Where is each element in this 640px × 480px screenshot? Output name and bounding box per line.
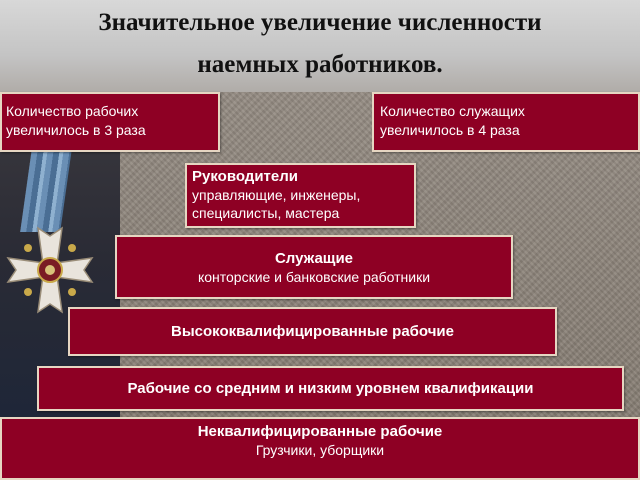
employees-growth-line-2: увеличилось в 4 раза	[380, 122, 520, 138]
employees-growth-line-1: Количество служащих	[380, 103, 525, 119]
mid-low-skilled-workers-label: Рабочие со средним и низким уровнем квал…	[127, 380, 534, 397]
workers-growth-line-2: увеличилось в 3 раза	[6, 122, 146, 138]
order-medal-icon	[6, 226, 94, 314]
employees-box: Служащие конторские и банковские работни…	[115, 235, 513, 299]
managers-line-1: управляющие, инженеры,	[192, 187, 361, 203]
workers-growth-box: Количество рабочих увеличилось в 3 раза	[0, 92, 220, 152]
mid-low-skilled-workers-box: Рабочие со средним и низким уровнем квал…	[37, 366, 624, 411]
employees-description: конторские и банковские работники	[197, 269, 431, 285]
highly-skilled-workers-label: Высококвалифицированные рабочие	[171, 323, 454, 340]
highly-skilled-workers-box: Высококвалифицированные рабочие	[68, 307, 557, 356]
slide-title-line-1: Значительное увеличение численности	[98, 9, 542, 36]
managers-heading: Руководители	[192, 168, 298, 185]
slide-title: Значительное увеличение численности наем…	[0, 2, 640, 86]
title-band: Значительное увеличение численности наем…	[0, 0, 640, 92]
unskilled-workers-box: Неквалифицированные рабочие Грузчики, уб…	[0, 417, 640, 480]
managers-box: Руководители управляющие, инженеры, спец…	[185, 163, 416, 228]
workers-growth-line-1: Количество рабочих	[6, 103, 139, 119]
employees-growth-box: Количество служащих увеличилось в 4 раза	[372, 92, 640, 152]
unskilled-workers-heading: Неквалифицированные рабочие	[197, 423, 443, 440]
unskilled-workers-description: Грузчики, уборщики	[255, 442, 385, 458]
managers-line-2: специалисты, мастера	[192, 205, 340, 221]
employees-heading: Служащие	[274, 250, 354, 267]
slide-title-line-2: наемных работников.	[197, 51, 443, 78]
